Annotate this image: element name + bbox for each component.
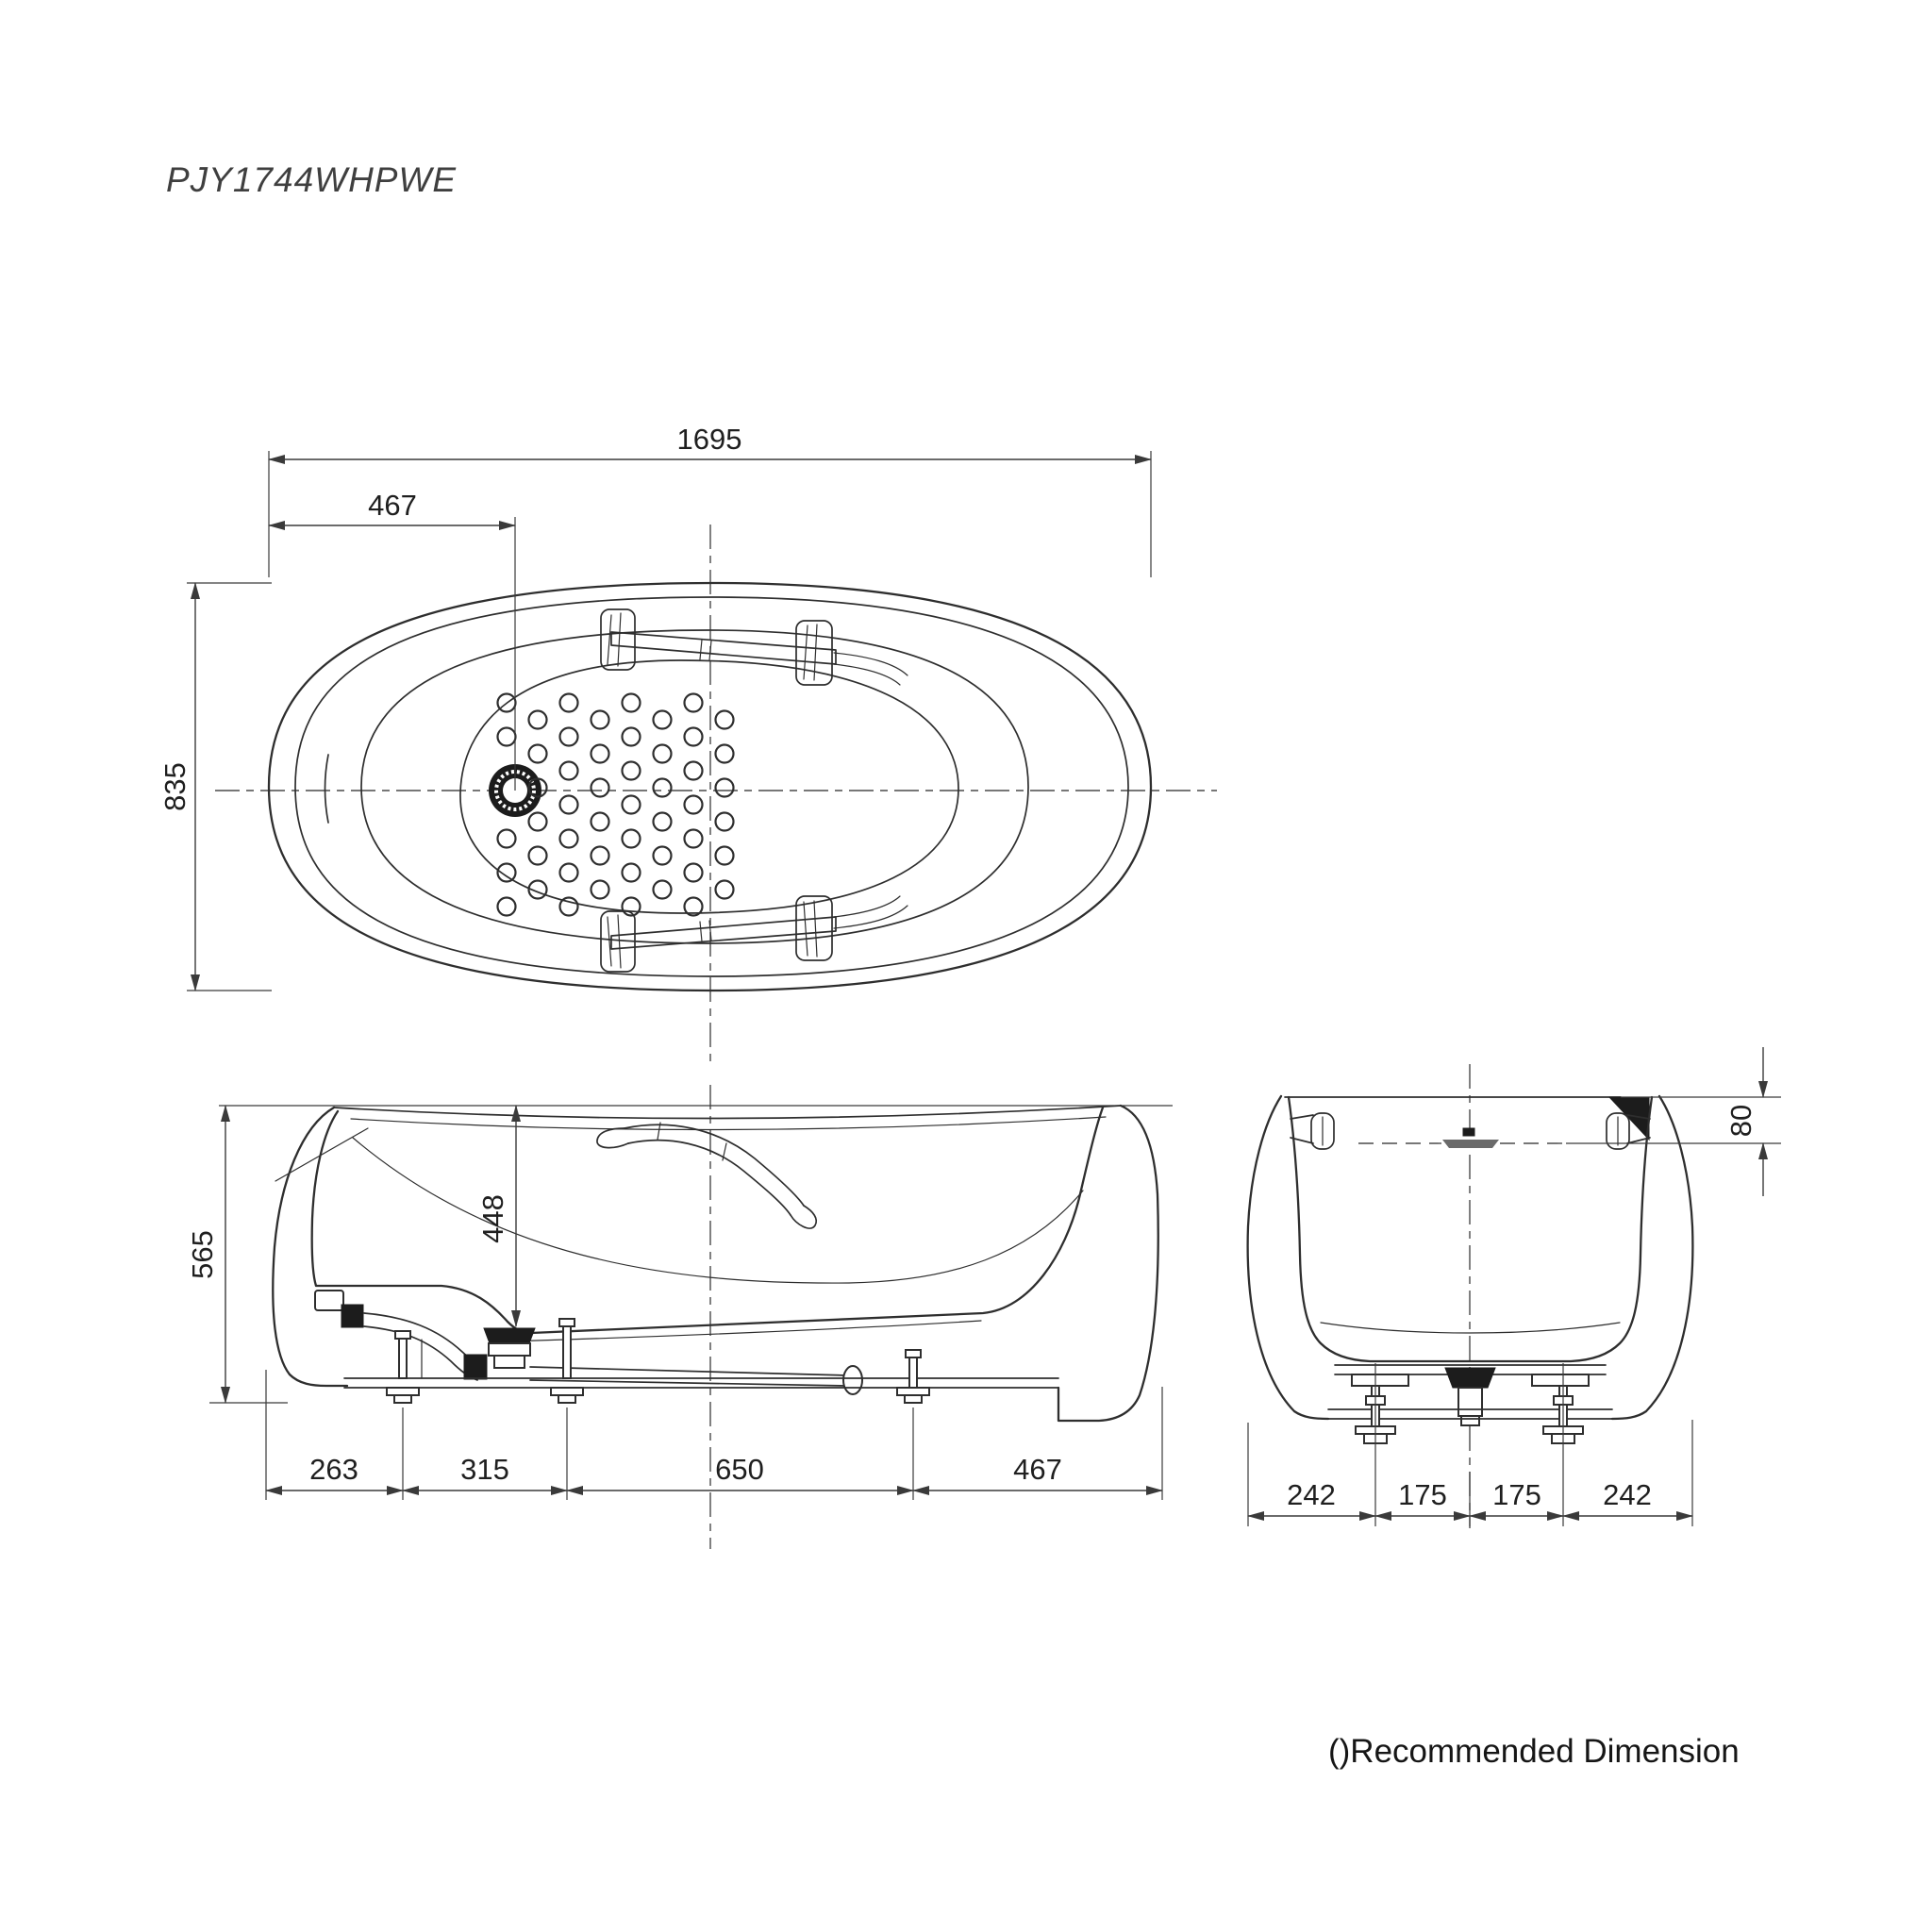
front-handle <box>596 1122 818 1229</box>
interior-mark <box>324 754 329 824</box>
grab-handle-bottom <box>600 895 908 973</box>
left-outer-profile <box>272 1106 349 1388</box>
dim-label-467-front: 467 <box>1013 1453 1062 1486</box>
dim-front-bottom-row: 263 315 650 467 <box>265 1370 1163 1500</box>
end-outer-left <box>1246 1094 1330 1421</box>
front-elevation-view <box>219 1085 1173 1549</box>
dim-inner-depth: 448 <box>476 1105 521 1327</box>
tub-rim-inner-edge <box>294 596 1129 977</box>
dim-end-bottom-row: 242 175 175 242 <box>1247 1363 1693 1526</box>
far-wall-line <box>352 1137 1084 1284</box>
drain-plumbing <box>314 1290 863 1395</box>
dim-label-175-left: 175 <box>1398 1478 1447 1511</box>
tub-outer-rim <box>267 581 1153 992</box>
dim-label-80: 80 <box>1724 1105 1757 1137</box>
recommended-dimension-note: ()Recommended Dimension <box>1328 1733 1740 1770</box>
dim-overall-width: 835 <box>158 582 272 991</box>
end-floor-line <box>1320 1322 1621 1334</box>
tangent-tick <box>275 1127 369 1182</box>
front-feet <box>386 1318 930 1404</box>
dim-overall-height: 565 <box>186 1105 288 1404</box>
dim-label-448: 448 <box>476 1194 509 1243</box>
top-view-plan <box>215 525 1217 1064</box>
rim-inner-line <box>350 1116 1107 1131</box>
right-outer-profile <box>1057 1104 1159 1423</box>
dim-label-263: 263 <box>309 1453 358 1486</box>
dim-label-242-left: 242 <box>1287 1478 1336 1511</box>
rim-silhouette <box>333 1105 1122 1120</box>
end-inner-basin <box>1287 1095 1654 1363</box>
floor-shell-line <box>507 1320 982 1342</box>
inner-profile <box>310 1106 1105 1335</box>
end-elevation-view <box>1246 1064 1694 1528</box>
dim-label-467-top: 467 <box>368 489 417 522</box>
basin-top-edge <box>360 629 1029 944</box>
base-frame <box>343 1377 1059 1389</box>
dim-label-835: 835 <box>158 762 192 811</box>
dim-label-565: 565 <box>186 1230 219 1279</box>
page-title: PJY1744WHPWE <box>166 160 457 199</box>
end-handle-left <box>1290 1112 1335 1150</box>
dim-label-1695: 1695 <box>677 423 742 456</box>
dim-label-315: 315 <box>460 1453 509 1486</box>
dim-overall-length: 1695 <box>268 423 1152 577</box>
dim-label-175-right: 175 <box>1492 1478 1541 1511</box>
dim-drain-offset: 467 <box>268 489 516 791</box>
overflow-mark <box>1358 1127 1566 1148</box>
dim-label-242-right: 242 <box>1603 1478 1652 1511</box>
dim-rim-to-overflow: 80 <box>1566 1047 1781 1196</box>
grab-handle-top <box>600 608 908 686</box>
end-outer-right <box>1610 1094 1694 1421</box>
dim-label-650: 650 <box>715 1453 764 1486</box>
basin-floor-edge <box>459 659 959 914</box>
